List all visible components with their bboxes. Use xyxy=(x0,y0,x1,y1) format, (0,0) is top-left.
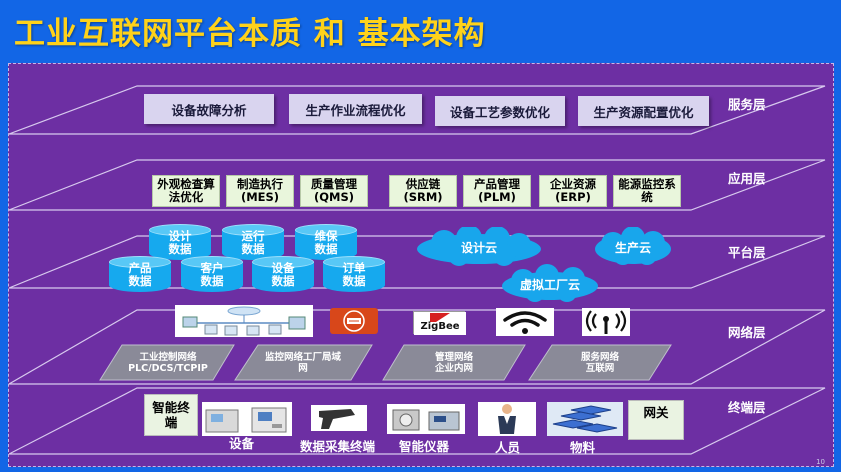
cloud-label: 生产云 xyxy=(614,240,651,255)
cloud-label: 设计云 xyxy=(460,240,497,255)
service-item: 生产作业流程优化 xyxy=(289,94,422,124)
service-plane xyxy=(9,85,826,135)
cloud-design: 设计云 xyxy=(409,225,549,267)
smart-terminal-box: 智能终 端 xyxy=(144,394,198,436)
network-parallelogram-3 xyxy=(382,344,526,381)
collector-label: 数据采集终端 xyxy=(300,439,376,454)
instrument-icon xyxy=(387,404,465,434)
cloud-label: 虚拟工厂云 xyxy=(519,277,580,292)
materials-icon xyxy=(547,402,623,436)
layer-planes xyxy=(9,85,826,455)
network-label: 工业控制网络 PLC/DCS/TCPIP xyxy=(128,352,208,374)
network-topology-icon xyxy=(175,305,313,337)
data-cylinder: 设备 数据 xyxy=(252,256,314,294)
app-item: 外观检查算 法优化 xyxy=(152,175,220,207)
network-label: 监控网络工厂局域 网 xyxy=(264,352,341,374)
equipment-label: 设备 xyxy=(229,436,255,451)
materials-label: 物料 xyxy=(570,440,596,455)
data-cylinder: 设计 数据 xyxy=(149,224,211,262)
service-item: 设备工艺参数优化 xyxy=(435,96,565,126)
network-parallelogram-1 xyxy=(99,344,235,381)
data-cylinder: 维保 数据 xyxy=(295,224,357,262)
network-parallelogram-4 xyxy=(528,344,672,381)
data-cylinder: 运行 数据 xyxy=(222,224,284,262)
layer-label-service: 服务层 xyxy=(728,97,766,112)
layer-label-terminal: 终端层 xyxy=(728,400,766,415)
data-cylinder: 订单 数据 xyxy=(323,256,385,294)
service-item: 设备故障分析 xyxy=(144,94,274,124)
platform-plane xyxy=(9,235,826,289)
app-item: 能源监控系 统 xyxy=(613,175,681,207)
wifi-icon xyxy=(496,308,554,336)
layer-label-application: 应用层 xyxy=(728,171,766,186)
instrument-label: 智能仪器 xyxy=(399,439,450,454)
scanner-icon xyxy=(311,405,367,431)
app-item: 供应链 (SRM) xyxy=(389,175,457,207)
app-item: 产品管理 (PLM) xyxy=(463,175,531,207)
person-icon xyxy=(478,402,536,436)
cloud-production: 生产云 xyxy=(589,226,677,267)
terminal-plane xyxy=(9,387,826,455)
layer-label-platform: 平台层 xyxy=(728,245,766,260)
service-item: 生产资源配置优化 xyxy=(578,96,709,126)
zigbee-logo: ZigBee xyxy=(413,311,466,335)
network-label: 服务网络 互联网 xyxy=(580,352,619,374)
gateway-box: 网关 xyxy=(628,400,684,440)
app-item: 质量管理 (QMS) xyxy=(300,175,368,207)
page-title: 工业互联网平台本质 和 基本架构 xyxy=(14,16,486,52)
data-cylinder: 产品 数据 xyxy=(109,256,171,294)
application-plane xyxy=(9,159,826,211)
people-label: 人员 xyxy=(495,440,521,455)
app-item: 企业资源 (ERP) xyxy=(539,175,607,207)
router-icon xyxy=(330,308,378,334)
layer-label-network: 网络层 xyxy=(728,325,766,340)
app-item: 制造执行 (MES) xyxy=(226,175,294,207)
data-cylinder: 客户 数据 xyxy=(181,256,243,294)
antenna-icon xyxy=(582,308,630,336)
network-parallelogram-2 xyxy=(234,344,373,381)
cloud-virtual-factory: 虚拟工厂云 xyxy=(495,264,605,304)
page-number: 10 xyxy=(816,458,825,466)
network-label: 管理网络 企业内网 xyxy=(434,352,473,374)
architecture-diagram: 设备故障分析 生产作业流程优化 设备工艺参数优化 生产资源配置优化 服务层 外观… xyxy=(8,63,834,467)
zigbee-text: ZigBee xyxy=(420,321,460,332)
equipment-icon xyxy=(202,402,292,436)
